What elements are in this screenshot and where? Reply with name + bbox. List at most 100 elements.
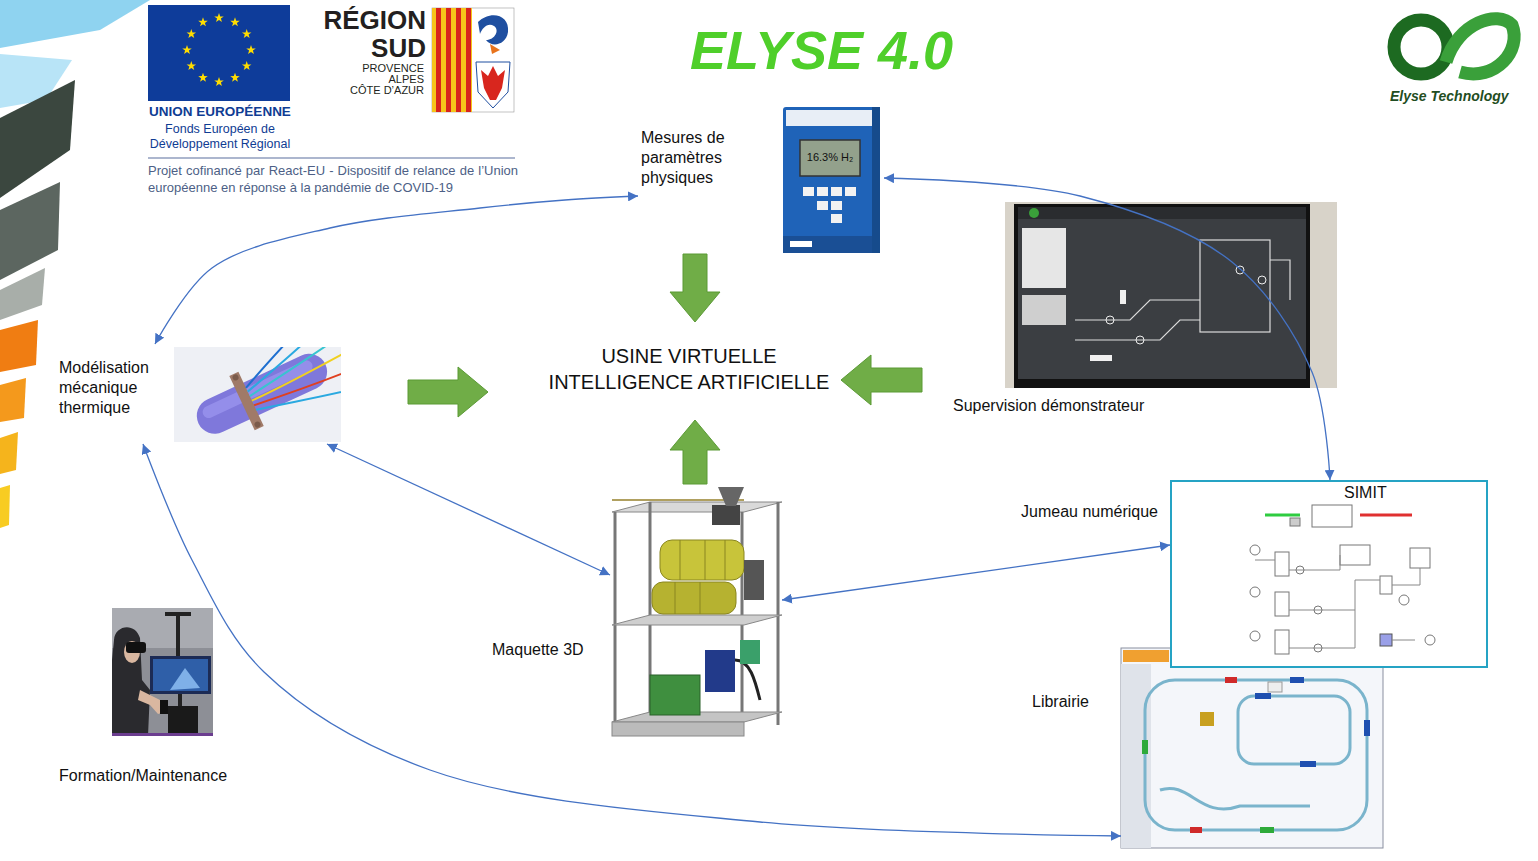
region-shield bbox=[436, 8, 441, 112]
library-screenshot bbox=[1142, 740, 1148, 754]
gas-analyzer bbox=[817, 187, 828, 196]
simit-screenshot bbox=[1392, 568, 1420, 585]
machine-3d-model bbox=[712, 505, 740, 525]
machine-3d-model bbox=[652, 582, 736, 614]
training-photo bbox=[126, 642, 146, 653]
eu-flag bbox=[148, 5, 290, 101]
library-screenshot bbox=[1268, 682, 1282, 692]
simit-screenshot bbox=[1380, 576, 1392, 594]
simit-screenshot bbox=[1425, 635, 1435, 645]
gas-analyzer bbox=[786, 110, 872, 126]
library-screenshot bbox=[1200, 712, 1214, 726]
side-stripes bbox=[0, 80, 75, 198]
library-screenshot bbox=[1121, 648, 1383, 848]
eu-flag bbox=[198, 17, 208, 26]
library-screenshot bbox=[1260, 827, 1274, 833]
eu-fund: Fonds Européen de Développement Régional bbox=[146, 122, 294, 152]
simit-screenshot bbox=[1360, 514, 1412, 517]
link-arrow bbox=[327, 444, 610, 575]
machine-3d-model bbox=[680, 540, 681, 580]
training-photo bbox=[176, 612, 180, 658]
region-shield bbox=[446, 8, 451, 112]
training-photo bbox=[150, 656, 211, 694]
node-label: Formation/Maintenance bbox=[59, 766, 227, 786]
modelling-node: Modélisation mécanique thermique bbox=[56, 344, 343, 444]
eu-flag bbox=[230, 73, 240, 82]
eu-flag bbox=[242, 29, 252, 38]
library-screenshot bbox=[1123, 650, 1169, 662]
eu-flag bbox=[246, 45, 256, 54]
machine-3d-model bbox=[650, 675, 700, 715]
simit-screenshot bbox=[1250, 545, 1260, 555]
node-label: USINE VIRTUELLE INTELLIGENCE ARTIFICIELL… bbox=[539, 343, 839, 395]
cfd-model bbox=[177, 347, 341, 442]
measurement-node: Mesures de paramètres physiques bbox=[638, 104, 884, 254]
supervision-screen bbox=[1005, 202, 1337, 388]
cfd-model bbox=[256, 370, 341, 430]
simit-screenshot bbox=[1314, 644, 1322, 652]
machine-3d-model bbox=[777, 502, 780, 725]
elyse-logo bbox=[1394, 20, 1448, 74]
funding-note: Projet cofinancé par React-EU - Disposit… bbox=[148, 162, 518, 196]
cfd-model bbox=[174, 347, 341, 442]
link-arrow bbox=[782, 545, 1170, 600]
side-stripes bbox=[0, 0, 150, 528]
simit-screenshot bbox=[1275, 552, 1289, 576]
simit-screenshot bbox=[1314, 606, 1322, 614]
training-photo bbox=[165, 612, 191, 616]
supervision-screen bbox=[1075, 300, 1200, 320]
side-stripes bbox=[0, 432, 18, 474]
library-screenshot bbox=[1290, 677, 1304, 683]
library-node: Librairie bbox=[1121, 648, 1383, 848]
side-stripes bbox=[0, 378, 26, 422]
eu-flag bbox=[198, 73, 208, 82]
gas-analyzer bbox=[790, 241, 812, 247]
node-label: Jumeau numérique bbox=[1008, 502, 1158, 522]
supervision-screen bbox=[1005, 202, 1337, 388]
supervision-screen bbox=[1022, 228, 1066, 288]
supervision-screen bbox=[1136, 336, 1144, 344]
training-photo bbox=[170, 668, 200, 690]
simit-screenshot bbox=[1410, 548, 1430, 568]
separator-line bbox=[148, 157, 515, 158]
node-label: Mesures de paramètres physiques bbox=[641, 128, 735, 188]
training-photo bbox=[168, 706, 198, 736]
region-shield bbox=[432, 8, 472, 112]
gas-analyzer bbox=[817, 201, 828, 210]
eu-flag bbox=[187, 29, 197, 38]
cfd-model bbox=[232, 373, 240, 381]
cfd-model bbox=[243, 347, 340, 396]
supervision-screen bbox=[1200, 240, 1270, 332]
simit-screenshot bbox=[1275, 630, 1289, 654]
flow-arrow bbox=[670, 254, 720, 322]
library-screenshot bbox=[1238, 696, 1350, 764]
supervision-screen bbox=[1258, 276, 1266, 284]
eu-flag bbox=[214, 13, 224, 22]
library-screenshot bbox=[1145, 680, 1367, 830]
cfd-model bbox=[177, 347, 341, 442]
region-shield bbox=[490, 44, 500, 54]
supervision-screen bbox=[1270, 260, 1290, 300]
node-label: Modélisation mécanique thermique bbox=[59, 358, 161, 418]
machine-3d-model bbox=[675, 582, 676, 614]
link-arrow bbox=[884, 178, 1330, 480]
library-screenshot bbox=[1300, 761, 1316, 767]
gas-analyzer bbox=[831, 201, 842, 210]
node-sublabel: SIMIT bbox=[1344, 483, 1387, 503]
simit-screenshot bbox=[1399, 595, 1409, 605]
supervision-screen bbox=[1106, 316, 1114, 324]
gas-analyzer bbox=[783, 107, 880, 253]
supervision-screen bbox=[1090, 355, 1112, 361]
region-shield bbox=[478, 15, 508, 44]
node-label: Supervision démonstrateur bbox=[953, 396, 1144, 416]
eu-flag bbox=[148, 5, 290, 101]
simit-screenshot bbox=[1250, 587, 1260, 597]
display-reading: 16.3% H₂ bbox=[803, 151, 857, 165]
simit-screenshot bbox=[1289, 580, 1380, 610]
elyse-logo bbox=[1394, 19, 1514, 74]
side-stripes bbox=[0, 485, 10, 528]
machine-3d-model bbox=[735, 660, 760, 700]
cfd-model bbox=[254, 421, 262, 429]
machine-3d-model bbox=[725, 540, 726, 580]
region-subname: ALPES bbox=[336, 73, 424, 85]
